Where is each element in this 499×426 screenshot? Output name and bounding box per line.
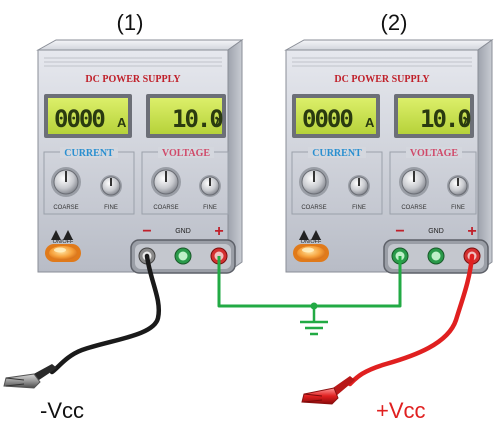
current-unit: A (365, 115, 375, 130)
ground-symbol-icon (300, 306, 328, 336)
current-reading: 0000 (54, 105, 105, 133)
voltage-display (398, 98, 470, 134)
knob-label-fine: FINE (451, 205, 465, 211)
knob-label-coarse: COARSE (301, 205, 326, 211)
case-top (36, 39, 244, 51)
gnd-label: GND (428, 228, 444, 235)
panel-title: DC POWER SUPPLY (85, 74, 181, 85)
positive-output-label: +Vcc (376, 398, 426, 423)
case-side (477, 39, 493, 273)
current-label-backdrop (60, 147, 118, 158)
knob-label-fine: FINE (352, 205, 366, 211)
current-section-label: CURRENT (64, 148, 114, 159)
power-switch-icon[interactable] (45, 230, 81, 262)
knob-label-fine: FINE (104, 205, 118, 211)
power-supply-unit-1: (1) DC POWER SUPPLY 0000 A 10.0 V CURREN… (36, 10, 244, 274)
red-alligator-clip-icon (301, 376, 355, 405)
voltage-coarse-knob[interactable] (151, 167, 181, 197)
voltage-unit: V (211, 115, 220, 130)
voltage-coarse-knob[interactable] (399, 167, 429, 197)
current-label-backdrop (308, 147, 366, 158)
minus-sign: − (142, 223, 151, 240)
current-reading: 0000 (302, 105, 353, 133)
voltage-section-label: VOLTAGE (162, 148, 210, 159)
current-display (48, 98, 128, 134)
current-fine-knob[interactable] (348, 175, 370, 197)
knob-label-coarse: COARSE (401, 205, 426, 211)
minus-sign: − (395, 223, 404, 240)
case-side (227, 39, 243, 273)
unit-caption: (1) (117, 10, 144, 35)
gnd-label: GND (175, 228, 191, 235)
gnd-terminal[interactable] (174, 247, 192, 265)
voltage-label-backdrop (406, 147, 462, 158)
knob-label-fine: FINE (203, 205, 217, 211)
current-coarse-knob[interactable] (299, 167, 329, 197)
knob-label-coarse: COARSE (53, 205, 78, 211)
knob-label-coarse: COARSE (153, 205, 178, 211)
negative-terminal[interactable] (391, 247, 409, 265)
current-section-label: CURRENT (312, 148, 362, 159)
case-vents (44, 57, 222, 67)
voltage-section-label: VOLTAGE (410, 148, 458, 159)
voltage-reading: 10.0 (420, 105, 471, 133)
positive-lead-wire (347, 253, 475, 387)
voltage-reading: 10.0 (172, 105, 223, 133)
plus-sign: + (214, 223, 223, 240)
power-supply-unit-2: (2) DC POWER SUPPLY 0000 A 10.0 V CURREN… (284, 10, 494, 274)
black-alligator-clip-icon (3, 364, 57, 389)
series-link-wire (217, 256, 402, 308)
power-label: ON/OFF (301, 239, 322, 245)
voltage-display (150, 98, 222, 134)
negative-lead-wire (49, 253, 162, 375)
power-label: ON/OFF (53, 239, 74, 245)
plus-sign: + (467, 223, 476, 240)
case-vents (292, 57, 472, 67)
voltage-label-backdrop (158, 147, 214, 158)
voltage-fine-knob[interactable] (199, 175, 221, 197)
negative-output-label: -Vcc (40, 398, 84, 423)
case-top (284, 39, 494, 51)
current-display (296, 98, 376, 134)
current-fine-knob[interactable] (100, 175, 122, 197)
panel-title: DC POWER SUPPLY (334, 74, 430, 85)
voltage-unit: V (459, 115, 468, 130)
voltage-fine-knob[interactable] (447, 175, 469, 197)
current-unit: A (117, 115, 127, 130)
gnd-terminal[interactable] (427, 247, 445, 265)
unit-caption: (2) (381, 10, 408, 35)
power-switch-icon[interactable] (293, 230, 329, 262)
current-coarse-knob[interactable] (51, 167, 81, 197)
